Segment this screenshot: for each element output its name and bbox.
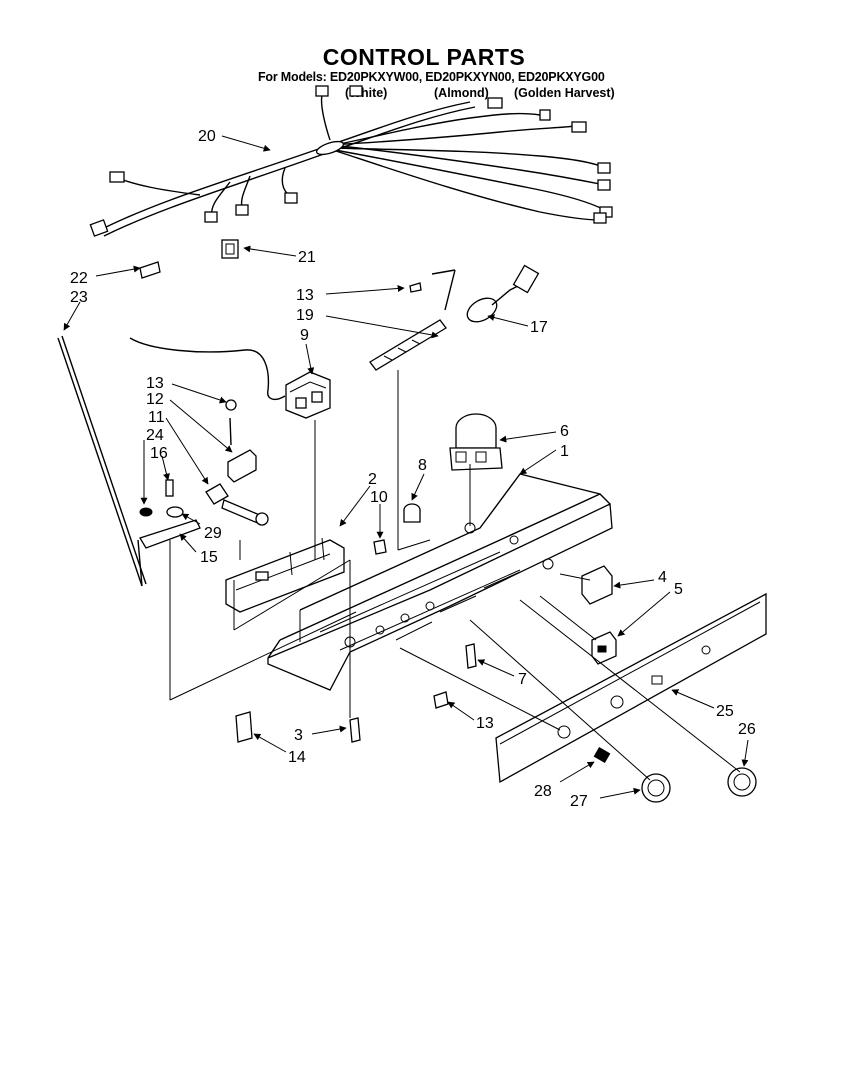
part-17-sensor [431,264,540,323]
part-12-bracket [225,399,257,483]
callout-5: 5 [674,581,683,598]
part-29-spring [166,506,184,518]
part-15-lever [139,519,201,549]
callout-11: 11 [148,409,165,426]
callout-27: 27 [570,793,588,810]
part-28-insert [593,746,611,764]
part-23-rod [57,335,147,587]
callout-13-lower: 13 [476,715,494,732]
callout-13-left: 13 [146,375,164,392]
callout-labels: 20 21 22 23 13 19 9 17 13 12 11 24 16 29… [70,128,756,810]
part-13-screw-top [409,282,422,293]
finish-almond: (Almond) [434,86,489,100]
part-24-washer [139,507,153,517]
callout-16: 16 [150,445,168,462]
part-19-tube [369,319,447,371]
part-27-knob [641,773,671,803]
callout-23: 23 [70,289,88,306]
part-8-button [403,503,421,523]
callout-3: 3 [294,727,303,744]
part-26-knob [727,767,757,797]
part-10-screw [373,539,387,555]
callout-25: 25 [716,703,734,720]
callout-9: 9 [300,327,309,344]
model-numbers: For Models: ED20PKXYW00, ED20PKXYN00, ED… [258,70,605,84]
callout-22: 22 [70,270,88,287]
callout-8: 8 [418,457,427,474]
callout-21: 21 [298,249,316,266]
part-3-screw [349,717,361,743]
part-4-switch [581,565,613,605]
callout-6: 6 [560,423,569,440]
part-11-knob-shaft [205,483,269,526]
diagram-title: CONTROL PARTS [322,44,526,70]
callout-1: 1 [560,443,569,460]
part-13-screw-lower [433,691,449,709]
callout-28: 28 [534,783,552,800]
part-21-clip [221,239,239,259]
part-7-screw [465,643,477,669]
callout-10: 10 [370,489,388,506]
part-9-switch [129,337,331,419]
callout-17: 17 [530,319,548,336]
callout-4: 4 [658,569,667,586]
wiring-harness [89,85,613,237]
part-16-screw [165,479,174,497]
callout-19: 19 [296,307,314,324]
callout-14: 14 [288,749,306,766]
callout-20: 20 [198,128,216,145]
part-22-bracket [139,261,161,279]
part-14-clip [235,711,253,743]
callout-29: 29 [204,525,222,542]
callout-7: 7 [518,671,527,688]
assembly-guide-lines [169,370,741,781]
callout-15: 15 [200,549,218,566]
part-25-control-panel [495,592,767,784]
callout-26: 26 [738,721,756,738]
part-6-thermostat [449,413,503,471]
leader-arrows [63,135,749,799]
finish-golden-harvest: (Golden Harvest) [514,86,615,100]
callout-2: 2 [368,471,377,488]
part-2-bracket [225,537,345,613]
callout-24: 24 [146,427,164,444]
callout-13-top: 13 [296,287,314,304]
callout-12: 12 [146,391,164,408]
